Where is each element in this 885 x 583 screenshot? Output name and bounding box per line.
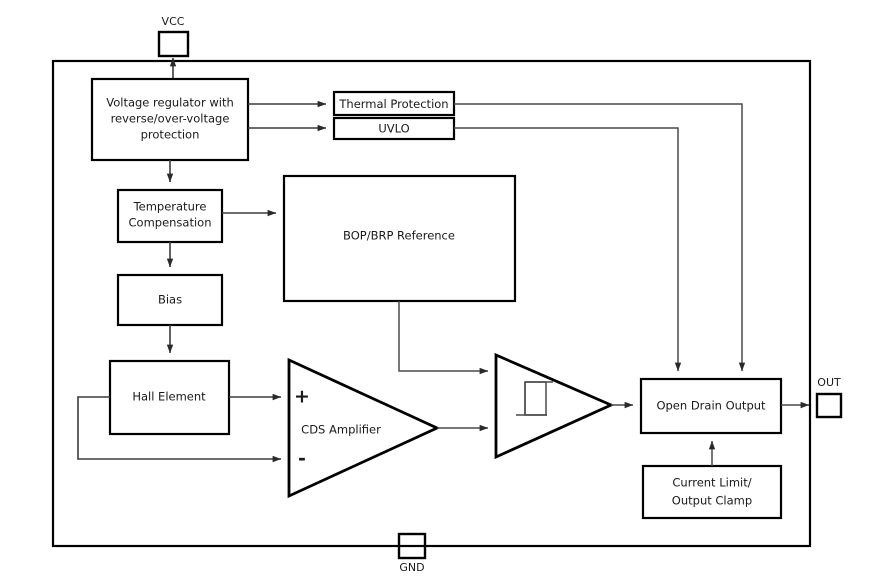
current-limit-label-line1: Current Limit/ [672, 476, 751, 490]
current-limit-output-clamp-block[interactable] [641, 464, 783, 520]
thermal-protection-label: Thermal Protection [338, 97, 448, 111]
schmitt-trigger-block[interactable] [494, 352, 615, 460]
wire-bopbrp-to-schmitt [398, 301, 489, 375]
uvlo-label: UVLO [378, 122, 409, 136]
hysteresis-icon [516, 381, 553, 416]
out-pin-pad[interactable] [815, 392, 843, 419]
temperature-compensation-label-line1: Temperature [133, 200, 207, 214]
out-pin-label: OUT [817, 376, 841, 389]
vcc-pin-label: VCC [162, 15, 185, 28]
voltage-regulator-label-line1: Voltage regulator with [106, 96, 234, 110]
wire-uvlo-to-open-drain [454, 127, 682, 372]
open-drain-output-label: Open Drain Output [656, 399, 766, 413]
vcc-pin-pad[interactable] [157, 30, 190, 58]
bop-brp-reference-label: BOP/BRP Reference [343, 229, 455, 243]
temperature-compensation-label-line2: Compensation [129, 216, 212, 230]
gnd-pin-label: GND [399, 561, 424, 574]
chip-boundary [51, 59, 812, 548]
hall-element-label: Hall Element [132, 390, 206, 404]
voltage-regulator-label-line2: reverse/over-voltage [111, 112, 230, 126]
bias-label: Bias [158, 293, 182, 307]
wire-hall-feedback-to-cds-minus [77, 396, 282, 463]
current-limit-label-line2: Output Clamp [672, 494, 752, 508]
voltage-regulator-label-line3: protection [141, 128, 200, 142]
open-drain-output-block[interactable] [639, 377, 783, 435]
cds-amplifier-block[interactable] [287, 357, 441, 499]
wire-thermal-to-open-drain [454, 103, 746, 372]
gnd-pin-pad[interactable] [397, 532, 427, 560]
cds-amplifier-plus-sign: + [294, 386, 310, 408]
cds-amplifier-label: CDS Amplifier [301, 423, 381, 437]
cds-amplifier-minus-sign: - [298, 448, 306, 470]
